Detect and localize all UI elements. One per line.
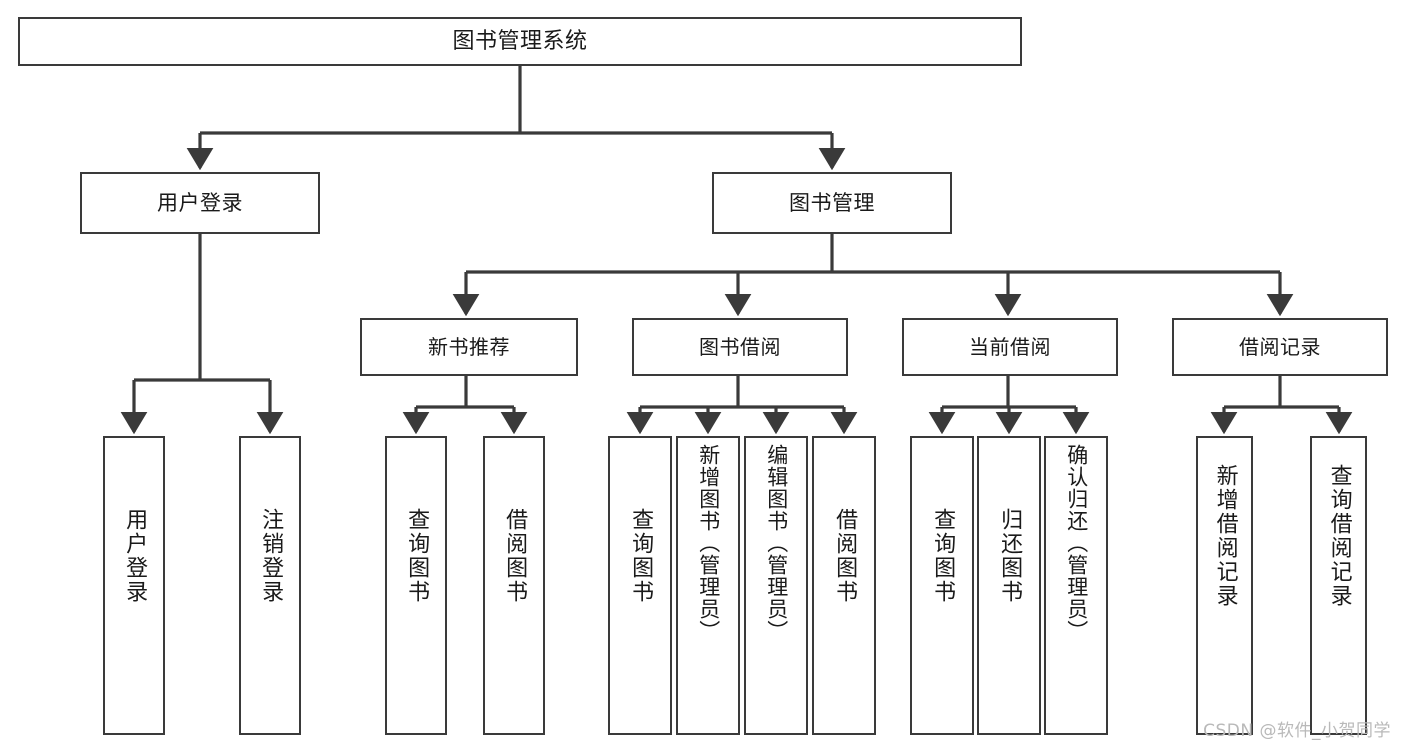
node-root-system[interactable]: 图书管理系统 <box>18 17 1022 66</box>
node-label: 注销登录 <box>258 508 284 604</box>
node-label: 编辑图书（管理员） <box>764 444 789 642</box>
node-label: 用户登录 <box>157 190 243 215</box>
node-current-borrow[interactable]: 当前借阅 <box>902 318 1118 376</box>
leaf-current-query-book[interactable]: 查询图书 <box>910 436 974 735</box>
csdn-watermark: CSDN @软件_小贺同学 <box>1203 721 1391 741</box>
node-label: 查询图书 <box>930 508 956 604</box>
node-label: 查询图书 <box>628 508 654 604</box>
leaf-records-add-record[interactable]: 新增借阅记录 <box>1196 436 1253 735</box>
leaf-records-query-record[interactable]: 查询借阅记录 <box>1310 436 1367 735</box>
node-label: 新书推荐 <box>428 334 510 359</box>
leaf-current-return-book[interactable]: 归还图书 <box>977 436 1041 735</box>
leaf-borrow-edit-book-admin[interactable]: 编辑图书（管理员） <box>744 436 808 735</box>
node-label: 归还图书 <box>997 508 1023 604</box>
leaf-user-login-signout[interactable]: 注销登录 <box>239 436 301 735</box>
node-book-borrow[interactable]: 图书借阅 <box>632 318 848 376</box>
leaf-current-confirm-return-admin[interactable]: 确认归还（管理员） <box>1044 436 1108 735</box>
node-label: 用户登录 <box>122 508 148 604</box>
leaf-borrow-add-book-admin[interactable]: 新增图书（管理员） <box>676 436 740 735</box>
node-label: 图书借阅 <box>699 334 781 359</box>
node-label: 借阅图书 <box>832 508 858 604</box>
node-label: 查询借阅记录 <box>1326 464 1352 608</box>
node-borrow-records[interactable]: 借阅记录 <box>1172 318 1388 376</box>
leaf-borrow-borrow-book[interactable]: 借阅图书 <box>812 436 876 735</box>
node-label: 借阅图书 <box>502 508 528 604</box>
leaf-newbook-borrow-book[interactable]: 借阅图书 <box>483 436 545 735</box>
node-new-book-recommend[interactable]: 新书推荐 <box>360 318 578 376</box>
node-label: 图书管理 <box>789 190 875 215</box>
node-label: 查询图书 <box>404 508 430 604</box>
node-label: 借阅记录 <box>1239 334 1321 359</box>
node-label: 新增借阅记录 <box>1212 464 1238 608</box>
node-label: 确认归还（管理员） <box>1064 444 1089 642</box>
node-label: 新增图书（管理员） <box>696 444 721 642</box>
node-label: 当前借阅 <box>969 334 1051 359</box>
leaf-newbook-query-book[interactable]: 查询图书 <box>385 436 447 735</box>
node-label: 图书管理系统 <box>452 28 588 54</box>
leaf-user-login-signin[interactable]: 用户登录 <box>103 436 165 735</box>
node-user-login[interactable]: 用户登录 <box>80 172 320 234</box>
node-book-management[interactable]: 图书管理 <box>712 172 952 234</box>
leaf-borrow-query-book[interactable]: 查询图书 <box>608 436 672 735</box>
